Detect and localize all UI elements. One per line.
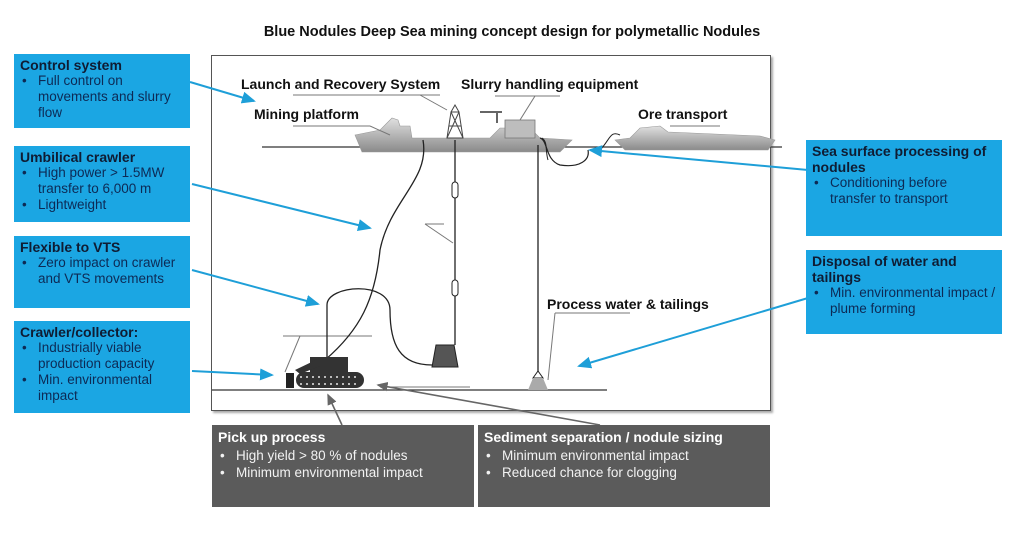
diagram-frame	[211, 55, 771, 411]
callout-bullet: Minimum environmental impact	[218, 464, 468, 481]
ore-transport-ship	[614, 125, 776, 151]
callout-heading: Crawler/collector:	[20, 324, 139, 340]
callout-disposal: Disposal of water and tailings Min. envi…	[806, 250, 1002, 334]
arrow-pickup	[327, 393, 343, 426]
callout-umbilical-crawler: Umbilical crawler High power > 1.5MW tra…	[14, 146, 190, 222]
callout-bullet: Industrially viable production capacity	[20, 340, 184, 372]
arrow-umbilical	[191, 183, 372, 231]
callout-control-system: Control system Full control on movements…	[14, 54, 190, 128]
callout-sediment-separation: Sediment separation / nodule sizing Mini…	[478, 425, 770, 507]
plume	[528, 378, 548, 390]
callout-bullet: Reduced chance for clogging	[484, 464, 764, 481]
crawler-collector	[286, 357, 364, 388]
callout-bullet: Min. environmental impact / plume formin…	[812, 285, 996, 317]
slurry-equipment-box	[504, 119, 536, 139]
mining-platform-ship	[354, 103, 573, 153]
callout-crawler-collector: Crawler/collector: Industrially viable p…	[14, 321, 190, 413]
arrow-sediment	[376, 381, 601, 426]
callout-pick-up-process: Pick up process High yield > 80 % of nod…	[212, 425, 474, 507]
label-slurry-handling: Slurry handling equipment	[461, 76, 639, 92]
arrow-control-system	[189, 81, 256, 104]
label-mining-platform: Mining platform	[254, 106, 359, 122]
arrow-surface-processing	[588, 145, 809, 171]
callout-bullet: Zero impact on crawler and VTS movements	[20, 255, 184, 287]
umbilical-cable	[324, 139, 425, 361]
callout-bullet: Lightweight	[20, 197, 184, 213]
arrow-crawler	[191, 368, 274, 381]
callout-heading: Control system	[20, 57, 122, 73]
callout-flexible-vts: Flexible to VTS Zero impact on crawler a…	[14, 236, 190, 308]
callout-heading: Flexible to VTS	[20, 239, 121, 255]
label-launch-recovery: Launch and Recovery System	[241, 76, 441, 92]
callout-bullet: Min. environmental impact	[20, 372, 184, 404]
callout-bullet: High power > 1.5MW transfer to 6,000 m	[20, 165, 184, 197]
callout-heading: Pick up process	[218, 429, 326, 445]
callout-bullet: High yield > 80 % of nodules	[218, 447, 468, 464]
label-process-water: Process water & tailings	[547, 296, 709, 312]
callout-heading: Disposal of water and tailings	[812, 253, 957, 285]
arrow-flexible	[191, 269, 320, 307]
callout-bullet: Minimum environmental impact	[484, 447, 764, 464]
vts-unit	[431, 344, 459, 368]
arrow-disposal	[577, 297, 809, 369]
label-ore-transport: Ore transport	[638, 106, 728, 122]
lars-tower	[446, 103, 464, 139]
callout-bullet: Full control on movements and slurry flo…	[20, 73, 184, 121]
flexible-hose	[326, 288, 433, 366]
callout-bullet: Conditioning before transfer to transpor…	[812, 175, 996, 207]
callout-heading: Sea surface processing of nodules	[812, 143, 987, 175]
callout-sea-surface-processing: Sea surface processing of nodules Condit…	[806, 140, 1002, 236]
callout-heading: Sediment separation / nodule sizing	[484, 429, 723, 445]
diagram-title: Blue Nodules Deep Sea mining concept des…	[263, 24, 761, 40]
callout-heading: Umbilical crawler	[20, 149, 136, 165]
